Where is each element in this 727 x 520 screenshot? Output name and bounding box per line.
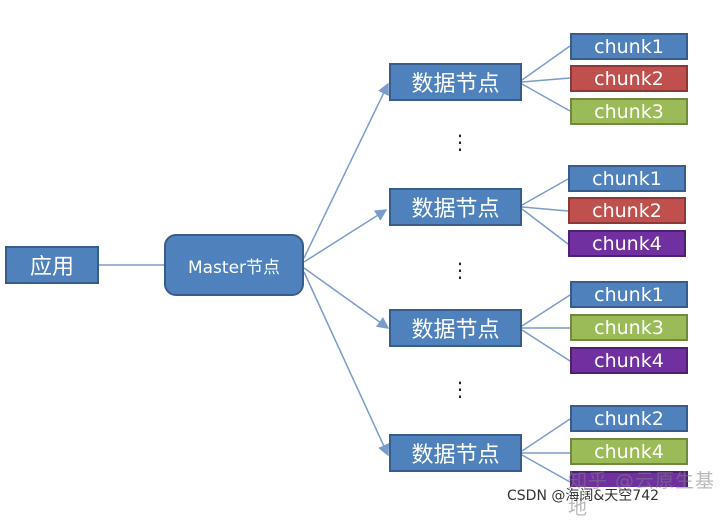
arrow-master-dn3 <box>303 267 390 329</box>
chunk-box: chunk3 <box>570 314 688 341</box>
link-dn4-c1 <box>521 418 571 452</box>
link-dn1-c1 <box>521 45 571 81</box>
ellipsis-1: ⋮ <box>450 130 470 154</box>
data-node-1: 数据节点 <box>389 63 522 101</box>
chunk-box: chunk2 <box>570 65 688 92</box>
link-dn1-c2 <box>521 77 571 83</box>
link-dn3-c3 <box>521 329 571 362</box>
chunk-box: chunk4 <box>570 438 688 465</box>
chunk-box: chunk1 <box>568 165 686 192</box>
arrow-master-dn2 <box>303 209 388 263</box>
chunk-box: chunk1 <box>570 33 688 60</box>
link-dn2-c3 <box>521 208 569 245</box>
link-dn3-c1 <box>521 294 571 327</box>
chunk-box: chunk4 <box>570 347 688 374</box>
chunk-box: chunk1 <box>570 281 688 308</box>
arrow-master-dn4 <box>303 271 390 457</box>
link-dn1-c3 <box>521 83 571 112</box>
chunk-box-partial <box>570 471 688 487</box>
data-node-3: 数据节点 <box>389 309 522 347</box>
watermark: CSDN @海阔&天空742 <box>507 488 660 504</box>
chunk-box: chunk3 <box>570 98 688 125</box>
data-node-2: 数据节点 <box>389 188 522 226</box>
arrow-master-dn1 <box>303 82 389 259</box>
ellipsis-2: ⋮ <box>450 258 470 282</box>
link-dn4-c3 <box>521 454 571 483</box>
master-node: Master节点 <box>164 234 304 296</box>
link-dn2-c2 <box>521 206 569 212</box>
link-dn2-c1 <box>521 178 569 206</box>
app-node: 应用 <box>5 246 99 284</box>
chunk-box: chunk2 <box>568 197 686 224</box>
ellipsis-3: ⋮ <box>450 377 470 401</box>
chunk-box: chunk4 <box>568 230 686 257</box>
data-node-4: 数据节点 <box>389 434 522 472</box>
chunk-box: chunk2 <box>570 405 688 432</box>
